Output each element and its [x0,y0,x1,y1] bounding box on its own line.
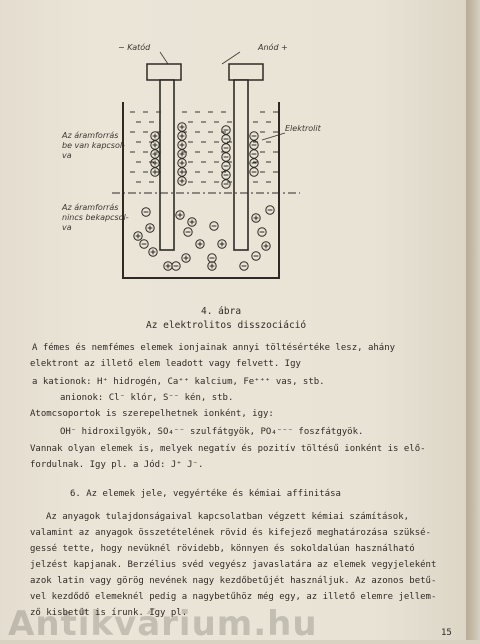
cation-symbol [177,122,187,132]
cation-symbol [187,217,197,227]
anion-symbol [171,261,181,271]
cation-symbol [217,239,227,249]
cation-symbol [133,231,143,241]
groups-line: OH⁻ hidroxilgyök, SO₄⁻⁻ szulfátgyök, PO₄… [60,427,364,437]
anion-symbol [249,140,259,150]
cation-symbol [150,140,160,150]
anion-symbol [221,134,231,144]
anion-symbol [207,253,217,263]
cation-symbol [175,210,185,220]
anion-symbol [249,158,259,168]
cation-symbol [150,158,160,168]
paragraph-3-line-2: fordulnak. Igy pl. a Jód: J⁺ J⁻. [30,460,204,470]
anions-line: anionok: Cl⁻ klór, S⁻⁻ kén, stb. [60,393,234,403]
figure-caption: Az elektrolitos disszociáció [146,320,307,331]
connected-label-3: va [62,151,72,160]
anion-symbol [265,205,275,215]
anion-symbol [221,152,231,162]
paragraph-3-line-1: Vannak olyan elemek is, melyek negatív é… [30,444,426,454]
figure-number: 4. ábra [201,306,242,317]
cations-line: a kationok: H⁺ hidrogén, Ca⁺⁺ kalcium, F… [32,377,325,387]
anode-label: Anód + [257,42,288,52]
paragraph-4-line-1: Az anyagok tulajdonságaival kapcsolatban… [46,512,410,522]
page-number: 15 [441,628,452,638]
anion-symbol [221,161,231,171]
cation-symbol [145,223,155,233]
paragraph-4-line-2: valamint az anyagok összetételének rövid… [30,528,431,538]
paragraph-4-line-5: azok latin vagy görög nevének nagy kezdő… [30,576,437,586]
cation-symbol [177,140,187,150]
anion-symbol [239,261,249,271]
cation-symbol [177,158,187,168]
connected-label-2: be van kapcsol- [62,141,125,150]
cation-symbol [163,261,173,271]
anion-symbol [251,251,261,261]
paragraph-2: Atomcsoportok is szerepelhetnek ionként,… [30,409,274,419]
cation-symbol [177,131,187,141]
section-heading: 6. Az elemek jele, vegyértéke és kémiai … [70,489,341,499]
disconnected-label-2: nincs bekapcsol- [62,213,129,222]
ions [133,122,275,271]
anion-symbol [249,167,259,177]
cation-symbol [150,131,160,141]
cation-symbol [148,247,158,257]
cation-symbol [177,167,187,177]
anion-symbol [221,125,231,135]
cathode-label: − Katód [118,42,151,52]
anion-symbol [139,239,149,249]
cation-symbol [261,241,271,251]
disconnected-label-3: va [62,223,72,232]
anion-symbol [249,131,259,141]
cation-symbol [150,149,160,159]
anion-symbol [221,170,231,180]
disconnected-label-1: Az áramforrás [61,203,118,212]
anion-symbol [221,143,231,153]
paragraph-4-line-6: vel kezdődő elemeknél pedig a nagybetűhö… [30,592,437,602]
paragraph-4-line-3: gessé tette, hogy nevüknél rövidebb, kön… [30,544,415,554]
anion-symbol [141,207,151,217]
book-page [0,0,466,640]
cation-symbol [177,149,187,159]
paragraph-4-line-7: ző kisbetűt is írunk. Igy pl. [30,608,188,618]
electrolyte-label: Elektrolit [285,124,322,133]
watermark-logo: Antikvárium.hu [8,604,318,644]
anion-symbol [249,149,259,159]
cation-symbol [181,253,191,263]
paragraph-1-line-2: elektront az illető elem leadott vagy fe… [30,359,301,369]
anion-symbol [209,221,219,231]
cation-symbol [177,176,187,186]
paragraph-1-line-1: A fémes és nemfémes elemek ionjainak ann… [32,343,396,353]
paragraph-4-line-4: jelzést kapjanak. Berzélius svéd vegyész… [30,560,437,570]
cation-symbol [150,167,160,177]
cation-symbol [207,261,217,271]
anion-symbol [257,227,267,237]
cation-symbol [195,239,205,249]
anion-symbol [183,227,193,237]
cation-symbol [251,213,261,223]
connected-label-1: Az áramforrás [61,131,118,140]
page-edge [466,0,480,640]
electrolysis-diagram: − Katód Anód + Elektrolit Az áramforrás … [61,42,322,279]
anion-symbol [221,179,231,189]
